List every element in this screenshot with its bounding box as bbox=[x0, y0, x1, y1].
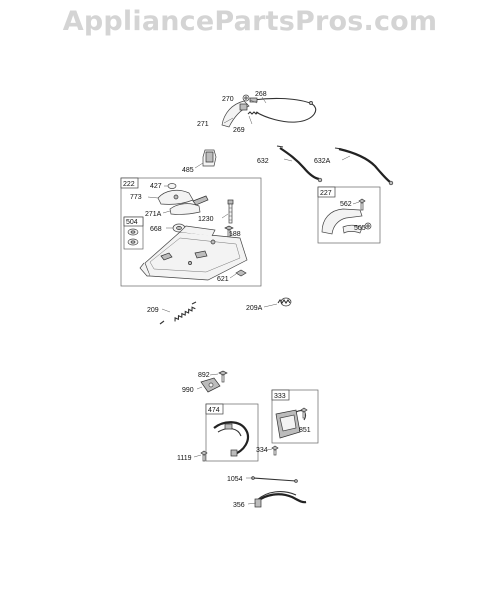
label-334: 334 bbox=[256, 447, 268, 454]
part-990-switch[interactable] bbox=[200, 377, 221, 393]
label-632: 632 bbox=[257, 158, 269, 165]
part-1230-screw[interactable] bbox=[227, 199, 234, 224]
part-632-wire[interactable] bbox=[276, 145, 323, 183]
group-474-frame bbox=[205, 403, 259, 462]
label-group-474: 474 bbox=[208, 407, 220, 414]
part-209-spring[interactable] bbox=[159, 301, 197, 325]
label-1054: 1054 bbox=[227, 476, 243, 483]
label-268: 268 bbox=[255, 91, 267, 98]
part-474-wire-harness[interactable] bbox=[213, 421, 250, 457]
part-356-wire[interactable] bbox=[254, 491, 307, 508]
part-334-screw[interactable] bbox=[271, 445, 279, 456]
label-209A: 209A bbox=[246, 305, 263, 312]
label-188: 188 bbox=[229, 231, 241, 238]
label-group-333: 333 bbox=[274, 393, 286, 400]
part-427-washer[interactable] bbox=[167, 183, 177, 189]
part-504-washers[interactable] bbox=[127, 228, 139, 246]
label-1230: 1230 bbox=[198, 216, 214, 223]
label-851: 851 bbox=[299, 427, 311, 434]
part-632A-wire[interactable] bbox=[334, 147, 394, 186]
part-892-screw[interactable] bbox=[218, 370, 228, 383]
part-562-screw[interactable] bbox=[358, 198, 366, 211]
label-209: 209 bbox=[147, 307, 159, 314]
part-1119-screw[interactable] bbox=[200, 450, 208, 462]
part-209A-spring[interactable] bbox=[277, 297, 292, 307]
label-773: 773 bbox=[130, 194, 142, 201]
part-773-plate[interactable] bbox=[157, 189, 194, 205]
label-271A: 271A bbox=[145, 211, 162, 218]
part-621-bolt[interactable] bbox=[235, 269, 247, 277]
part-851-screw[interactable] bbox=[300, 407, 308, 419]
part-1054-wire[interactable] bbox=[251, 476, 298, 483]
group-333-frame bbox=[271, 389, 319, 444]
watermark-logo: AppliancePartsPros.com bbox=[62, 6, 438, 37]
label-269: 269 bbox=[233, 127, 245, 134]
label-1119: 1119 bbox=[177, 455, 192, 462]
part-271-lever[interactable] bbox=[221, 100, 250, 128]
group-222-frame bbox=[120, 177, 262, 287]
group-474-harness bbox=[205, 403, 259, 462]
label-427: 427 bbox=[150, 183, 162, 190]
label-270: 270 bbox=[222, 96, 234, 103]
label-356: 356 bbox=[233, 502, 245, 509]
part-269-spring[interactable] bbox=[247, 111, 259, 115]
label-271: 271 bbox=[197, 121, 209, 128]
part-268-cable[interactable] bbox=[249, 97, 317, 123]
label-group-227: 227 bbox=[320, 190, 332, 197]
label-990: 990 bbox=[182, 387, 194, 394]
label-485: 485 bbox=[182, 167, 194, 174]
part-271A-lever[interactable] bbox=[169, 195, 209, 215]
label-621: 621 bbox=[217, 276, 229, 283]
part-505-nut[interactable] bbox=[364, 222, 372, 230]
label-892: 892 bbox=[198, 372, 210, 379]
label-group-222: 222 bbox=[123, 181, 135, 188]
part-270-nut[interactable] bbox=[242, 94, 250, 102]
part-227-lever[interactable] bbox=[321, 208, 363, 235]
throttle-cable-group bbox=[221, 94, 317, 128]
label-505: 505 bbox=[354, 225, 366, 232]
label-668: 668 bbox=[150, 226, 162, 233]
part-333-armature[interactable] bbox=[275, 409, 307, 439]
group-333-armature bbox=[271, 389, 319, 444]
group-227-frame bbox=[317, 186, 381, 244]
label-632A: 632A bbox=[314, 158, 331, 165]
group-222-control-bracket bbox=[120, 177, 262, 287]
label-562: 562 bbox=[340, 201, 352, 208]
control-bracket-body[interactable] bbox=[139, 225, 248, 281]
group-227-control-lever bbox=[317, 186, 381, 244]
label-group-504: 504 bbox=[126, 219, 138, 226]
part-485-clip[interactable] bbox=[202, 149, 217, 167]
